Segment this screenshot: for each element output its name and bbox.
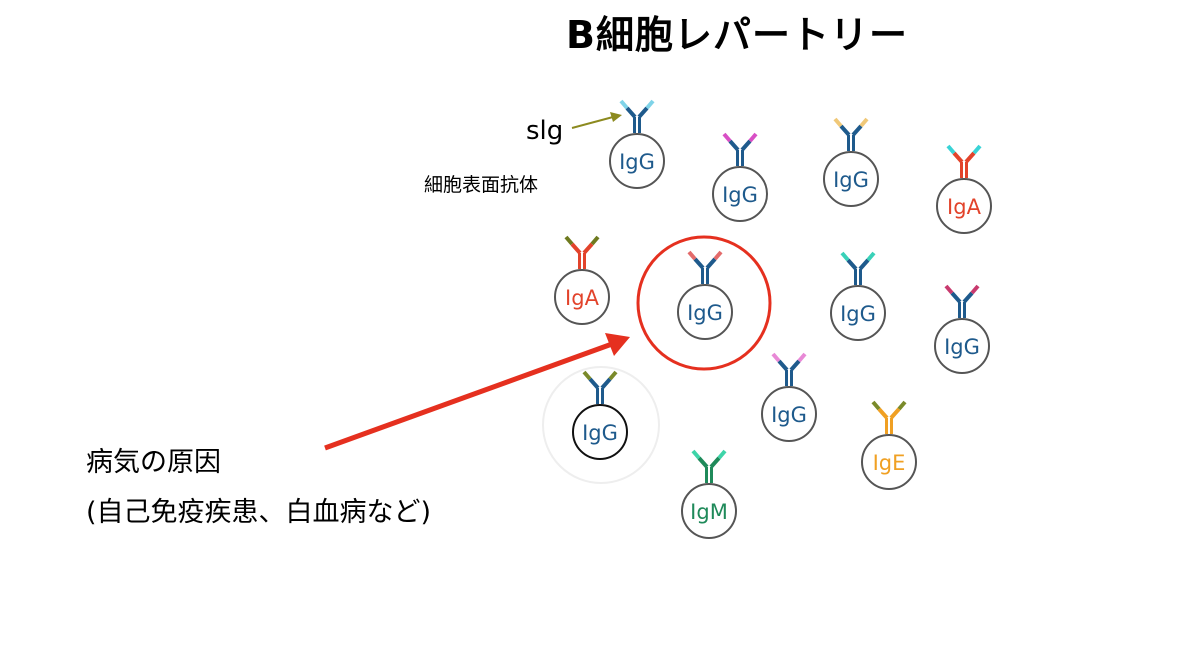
cell-membrane: [681, 483, 737, 539]
cell-membrane: [554, 269, 610, 325]
cell-label: IgG: [944, 335, 980, 359]
cell-igg-2: IgG: [712, 132, 768, 222]
cell-label: IgA: [565, 286, 600, 310]
cell-ige: IgE: [861, 400, 917, 490]
antibody-icon: [833, 117, 869, 151]
cell-igg-3: IgG: [823, 117, 879, 207]
cell-label: IgG: [619, 150, 655, 174]
cell-label: IgG: [582, 421, 618, 445]
antibody-icon: [946, 144, 982, 178]
highlight-ring: [636, 235, 772, 371]
antibody-icon: [771, 352, 807, 386]
antibody-icon: [582, 370, 618, 404]
cell-label: IgG: [722, 183, 758, 207]
cell-membrane: [609, 133, 665, 189]
cell-label: IgG: [840, 302, 876, 326]
cell-igg-selected: IgG: [677, 250, 733, 340]
cell-igg-7: IgG: [934, 284, 990, 374]
cell-label: IgA: [947, 195, 982, 219]
cell-membrane: [572, 404, 628, 460]
sig-label: slg: [526, 116, 564, 146]
antibody-icon: [691, 449, 727, 483]
cell-label: IgG: [771, 403, 807, 427]
sig-pointer-arrow: [571, 112, 622, 129]
cell-label: IgE: [873, 451, 906, 475]
antibody-icon: [944, 284, 980, 318]
antibody-icon: [722, 132, 758, 166]
cell-label: IgG: [687, 301, 723, 325]
sig-sub-label: 細胞表面抗体: [424, 174, 539, 196]
cell-igg-dark: IgG: [572, 370, 628, 460]
cause-arrow: [324, 333, 630, 451]
cell-label: IgM: [690, 500, 728, 524]
cell-membrane: [830, 285, 886, 341]
cell-iga-2: IgA: [554, 235, 610, 325]
halo-ring: [542, 366, 660, 484]
antibody-icon: [840, 251, 876, 285]
cell-membrane: [712, 166, 768, 222]
cell-igm: IgM: [681, 449, 737, 539]
page-title: B細胞レパートリー: [566, 13, 908, 57]
cell-membrane: [936, 178, 992, 234]
cell-igg-sig: IgG: [609, 99, 665, 189]
antibody-icon: [619, 99, 655, 133]
cell-igg-9: IgG: [761, 352, 817, 442]
cell-membrane: [861, 434, 917, 490]
cell-membrane: [761, 386, 817, 442]
cause-label-line1: 病気の原因: [86, 447, 221, 478]
antibody-icon: [871, 400, 907, 434]
cell-iga-1: IgA: [936, 144, 992, 234]
cell-igg-6: IgG: [830, 251, 886, 341]
cell-membrane: [823, 151, 879, 207]
antibody-icon: [687, 250, 723, 284]
antibody-icon: [564, 235, 600, 269]
cells-layer: IgG IgG IgG IgA IgA IgG IgG IgG IgG IgG IgE IgM: [554, 99, 992, 539]
cause-label-line2: (自己免疫疾患、白血病など): [86, 497, 432, 528]
cell-membrane: [677, 284, 733, 340]
cell-label: IgG: [833, 168, 869, 192]
cell-membrane: [934, 318, 990, 374]
